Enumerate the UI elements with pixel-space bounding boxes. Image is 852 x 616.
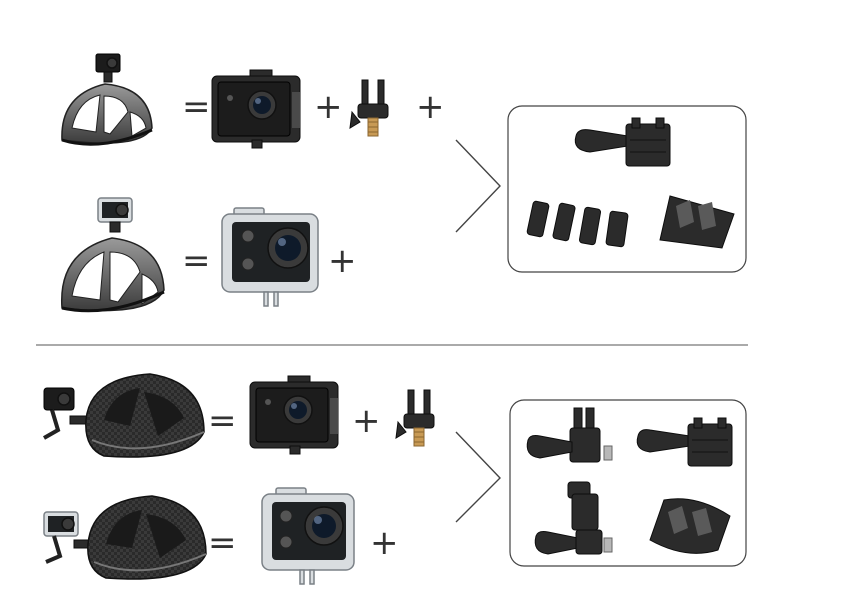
equals-sign: = [208,523,237,563]
accessory-box-side-mount [509,399,747,567]
screw-mount-icon [395,389,435,447]
helmet-camera-top-icon [61,197,165,313]
long-screw-icon [636,417,733,467]
screw-mount-icon [349,79,389,137]
extension-arm-icon [534,481,613,555]
accessory-box-top-mount [507,105,747,273]
curved-base-mount-icon [649,498,731,554]
row-3-side-mount-frame: = + [43,373,435,458]
plus-sign: + [370,523,399,563]
helmet-camera-side-icon [43,495,207,580]
plus-sign: + [416,87,445,127]
row-4-side-mount-housing: = + [43,487,399,585]
waterproof-housing-icon [221,207,319,307]
three-way-pivot-arm-icon [526,407,613,463]
camera-frame-icon [211,69,301,149]
row-2-top-mount-housing: = + [61,197,357,313]
plus-sign: + [328,241,357,281]
long-screw-icon [574,117,671,167]
camera-frame-icon [249,375,339,455]
plus-sign: + [314,87,343,127]
plus-sign: + [352,401,381,441]
helmet-camera-top-icon [61,53,153,146]
waterproof-housing-icon [261,487,355,585]
row-1-top-mount-frame: = + + [61,53,445,149]
equals-sign: = [182,241,211,281]
equals-sign: = [208,401,237,441]
helmet-camera-side-icon [43,373,205,458]
equals-sign: = [182,87,211,127]
flat-base-mount-icon [659,195,735,249]
chevron-right-icon [455,139,501,233]
chevron-right-icon [455,431,501,523]
adhesive-pad-icon [526,200,629,248]
